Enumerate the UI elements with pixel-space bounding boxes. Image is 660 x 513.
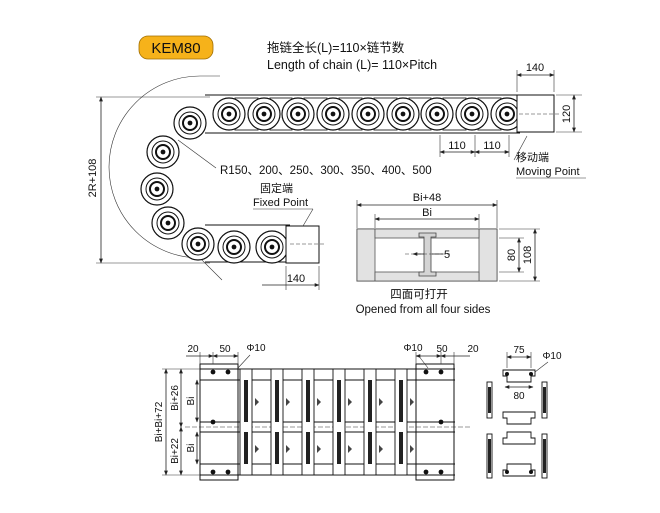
dim-bi-lower: Bi xyxy=(186,444,197,453)
model-label: KEM80 xyxy=(151,40,200,57)
dim-bi-upper: Bi xyxy=(186,397,197,406)
open-four-sides-en: Opened from all four sides xyxy=(356,304,491,316)
chain-link-roller xyxy=(140,172,174,206)
mount-hole xyxy=(210,369,216,375)
dim-bi-48: Bi+48 xyxy=(413,192,441,204)
moving-end-bracket xyxy=(516,94,555,133)
mount-hole xyxy=(210,469,216,475)
dim-2r-108: 2R+108 xyxy=(87,159,99,198)
chain-link-roller xyxy=(351,97,385,131)
mounting-holes xyxy=(210,369,444,475)
crossbar-pair xyxy=(394,368,414,476)
dim-bi-26: Bi+26 xyxy=(170,385,181,411)
crossbar-pair xyxy=(301,368,321,476)
radius-options: R150、200、250、300、350、400、500 xyxy=(220,165,432,177)
side-view: 140 120 110 110 2R+108 R150、200、250、300、… xyxy=(87,62,586,290)
dim-120: 120 xyxy=(561,105,573,123)
chain-link-roller xyxy=(281,97,315,131)
chain-link-roller xyxy=(217,230,251,264)
dim-80-end: 80 xyxy=(513,391,525,402)
dim-bi-bi-72: Bi+Bi+72 xyxy=(154,401,165,442)
title-cn: 拖链全长(L)=110×链节数 xyxy=(267,40,405,55)
chain-link-roller xyxy=(316,97,350,131)
chain-link-roller xyxy=(146,135,180,169)
mount-hole xyxy=(438,369,444,375)
chain-link-roller xyxy=(420,97,454,131)
crossbar-pair xyxy=(332,368,352,476)
slot-dim-5: 5 xyxy=(444,249,450,261)
moving-point-cn: 移动端 xyxy=(516,151,549,164)
dim-bi-cross: Bi xyxy=(422,207,432,219)
crossbar-pair xyxy=(270,368,290,476)
cross-section-view: 5 Bi+48 Bi 80 108 四面可打开 Opened from all … xyxy=(356,192,540,316)
dim-50-left: 50 xyxy=(219,344,231,355)
dim-140-bottom: 140 xyxy=(287,273,305,285)
dim-50-right: 50 xyxy=(436,344,448,355)
mount-hole xyxy=(438,469,444,475)
crossbar-pair xyxy=(363,368,383,476)
mount-hole xyxy=(438,419,444,425)
dim-80: 80 xyxy=(506,249,518,261)
separator-divider xyxy=(418,232,437,277)
chain-links xyxy=(140,97,524,264)
chain-link-roller xyxy=(151,206,185,240)
dim-bi-22: Bi+22 xyxy=(170,438,181,464)
dim-phi10-left: Φ10 xyxy=(246,343,266,354)
left-mount-plate xyxy=(199,363,239,481)
bracket-crossbars xyxy=(239,368,414,476)
model-badge xyxy=(138,35,214,60)
mount-hole xyxy=(210,419,216,425)
bracket-top-view: 20 50 Φ10 Φ10 50 20 Bi+Bi+72 Bi+26 Bi+22… xyxy=(154,343,479,481)
crossbar-pair xyxy=(239,368,259,476)
open-four-sides-cn: 四面可打开 xyxy=(390,287,448,301)
chain-link-roller xyxy=(173,106,207,140)
fixed-point-cn: 固定端 xyxy=(260,181,293,195)
dim-20-left: 20 xyxy=(187,344,199,355)
dim-108: 108 xyxy=(522,246,534,264)
mount-hole xyxy=(423,469,429,475)
chain-link-roller xyxy=(255,230,289,264)
dim-75: 75 xyxy=(513,345,525,356)
dim-20-right: 20 xyxy=(467,344,479,355)
dim-phi10-end: Φ10 xyxy=(542,351,562,362)
chain-link-roller xyxy=(490,97,524,131)
chain-link-roller xyxy=(386,97,420,131)
chain-link-roller xyxy=(181,227,215,261)
pitch-dim-1: 110 xyxy=(448,140,466,152)
bend-radius-outline xyxy=(108,75,223,281)
chain-link-roller xyxy=(212,97,246,131)
chain-link-roller xyxy=(455,97,489,131)
fixed-end-bracket xyxy=(285,225,320,264)
fixed-point-en: Fixed Point xyxy=(253,197,308,209)
pitch-dim-2: 110 xyxy=(483,140,501,152)
chain-link-roller xyxy=(247,97,281,131)
title-en: Length of chain (L)= 110×Pitch xyxy=(267,58,437,72)
dim-phi10-right: Φ10 xyxy=(403,343,423,354)
moving-point-en: Moving Point xyxy=(516,166,580,178)
end-bracket-view: 75 Φ10 80 xyxy=(486,345,562,479)
mount-hole xyxy=(225,469,231,475)
dim-140-top: 140 xyxy=(526,62,544,74)
right-mount-plate xyxy=(415,363,455,481)
mount-hole xyxy=(423,369,429,375)
mount-hole xyxy=(225,369,231,375)
